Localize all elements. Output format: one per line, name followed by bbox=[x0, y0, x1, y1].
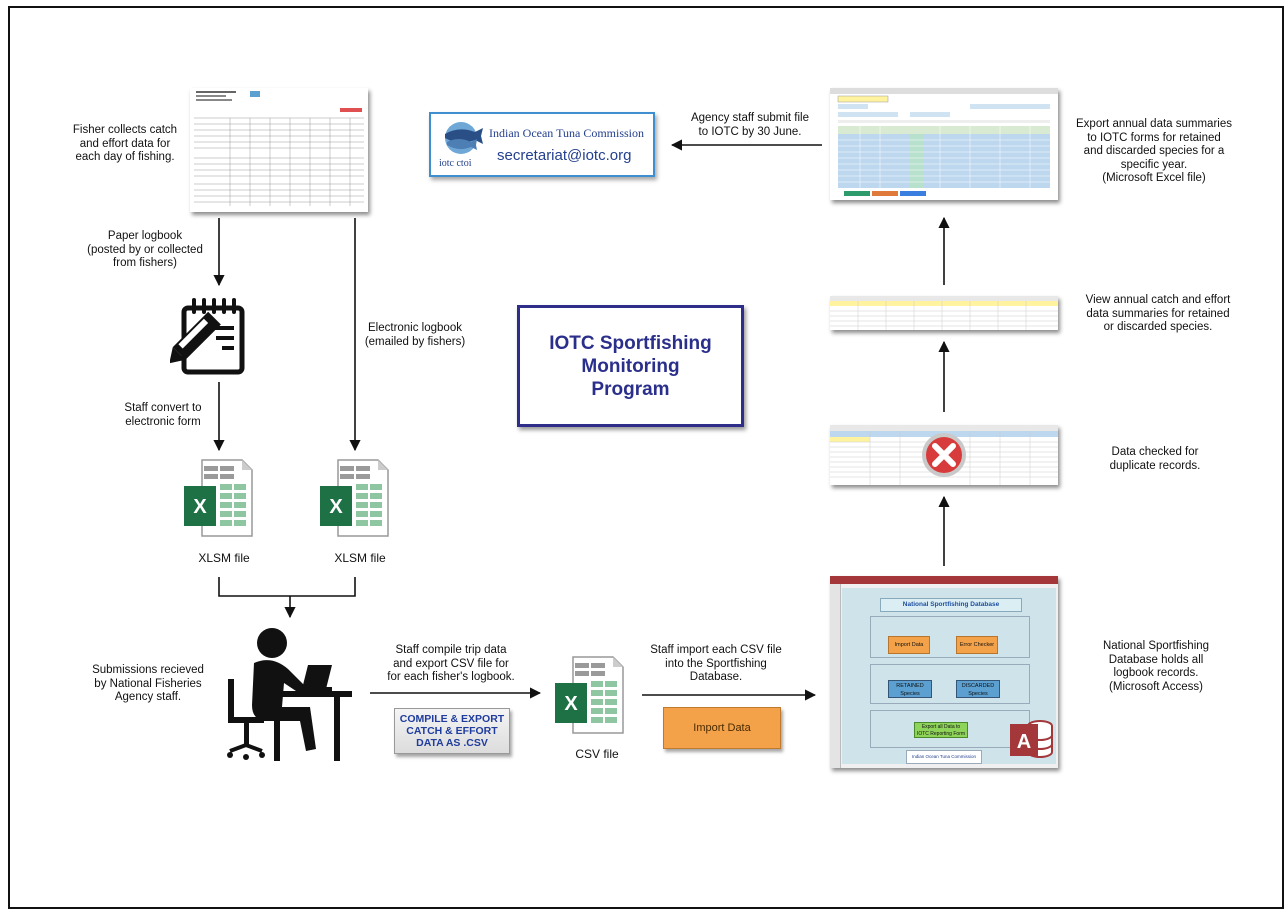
notepad-pencil-icon bbox=[170, 298, 245, 375]
db-discarded-button[interactable]: DISCARDED Species bbox=[956, 680, 1000, 698]
db-import-button[interactable]: Import Data bbox=[888, 636, 930, 654]
program-title-box: IOTC Sportfishing Monitoring Program bbox=[517, 305, 744, 427]
export-summaries-text: Export annual data summaries to IOTC for… bbox=[1076, 118, 1232, 184]
data-checked-text: Data checked for duplicate records. bbox=[1109, 446, 1201, 472]
view-summaries-text: View annual catch and effort data summar… bbox=[1085, 294, 1231, 333]
electronic-logbook-text: Electronic logbook (emailed by fishers) bbox=[364, 322, 466, 348]
svg-text:X: X bbox=[193, 496, 207, 518]
iotc-logo-box: Indian Ocean Tuna Commission iotc ctoi s… bbox=[429, 112, 655, 177]
ms-access-icon: A bbox=[1010, 720, 1053, 758]
xlsm-left-label: XLSM file bbox=[198, 551, 250, 565]
db-retained-button[interactable]: RETAINED Species bbox=[888, 680, 932, 698]
csv-label: CSV file bbox=[575, 747, 619, 761]
db-import-group bbox=[870, 616, 1030, 658]
db-footer-logo: Indian Ocean Tuna Commission bbox=[906, 750, 982, 764]
db-export-button[interactable]: Export all Data to IOTC Reporting Form bbox=[914, 722, 968, 738]
access-database-thumbnail: National Sportfishing Database Import Da… bbox=[830, 576, 1058, 768]
diagram-frame bbox=[8, 6, 1284, 909]
svg-text:X: X bbox=[564, 693, 578, 715]
error-x-icon bbox=[922, 433, 966, 477]
excel-csv-icon: X bbox=[555, 656, 624, 734]
paper-logbook-form-thumbnail bbox=[190, 88, 368, 212]
iotc-excel-form-thumbnail bbox=[830, 88, 1058, 200]
staff-import-text: Staff import each CSV file into the Spor… bbox=[650, 644, 782, 683]
xlsm-right-label: XLSM file bbox=[334, 551, 386, 565]
compile-export-button[interactable]: COMPILE & EXPORT CATCH & EFFORT DATA AS … bbox=[394, 708, 510, 754]
staff-compile-text: Staff compile trip data and export CSV f… bbox=[387, 644, 515, 683]
paper-logbook-text: Paper logbook (posted by or collected fr… bbox=[87, 230, 203, 269]
database-holds-text: National Sportfishing Database holds all… bbox=[1102, 640, 1210, 693]
staff-convert-text: Staff convert to electronic form bbox=[124, 402, 202, 428]
fisher-collects-text: Fisher collects catch and effort data fo… bbox=[72, 124, 178, 163]
excel-xlsm-left-icon: X bbox=[184, 459, 253, 537]
import-data-button[interactable]: Import Data bbox=[663, 707, 781, 749]
svg-text:X: X bbox=[329, 496, 343, 518]
tuna-fish-icon bbox=[445, 122, 483, 154]
staff-at-desk-icon bbox=[227, 628, 352, 761]
svg-text:A: A bbox=[1017, 731, 1031, 753]
db-summary-group bbox=[870, 664, 1030, 704]
program-title: IOTC Sportfishing Monitoring Program bbox=[549, 332, 712, 400]
bracket-xlsm-merge bbox=[218, 577, 356, 597]
db-error-checker-button[interactable]: Error Checker bbox=[956, 636, 998, 654]
agency-submit-text: Agency staff submit file to IOTC by 30 J… bbox=[690, 112, 810, 138]
db-form-title: National Sportfishing Database bbox=[880, 598, 1022, 612]
summary-query-thumbnail bbox=[830, 296, 1058, 330]
iotc-short: iotc ctoi bbox=[439, 158, 472, 169]
excel-xlsm-right-icon: X bbox=[320, 459, 389, 537]
iotc-email: secretariat@iotc.org bbox=[497, 147, 632, 164]
iotc-name: Indian Ocean Tuna Commission bbox=[489, 126, 644, 140]
submissions-text: Submissions recieved by National Fisheri… bbox=[92, 664, 204, 703]
